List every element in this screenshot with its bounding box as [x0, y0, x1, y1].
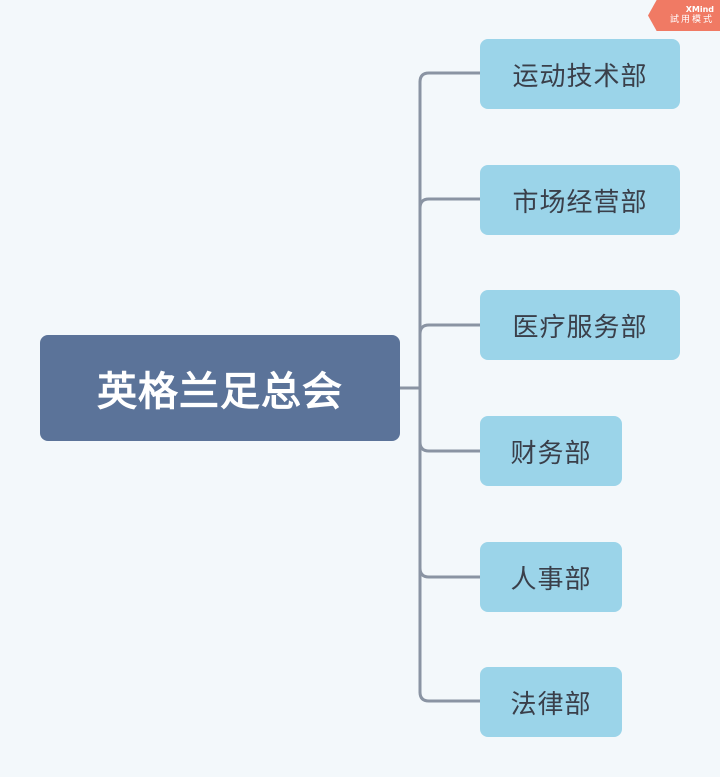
branch-connector-6: [418, 690, 482, 703]
subtopic-human-resources[interactable]: 人事部: [480, 542, 622, 612]
root-topic[interactable]: 英格兰足总会: [40, 335, 400, 441]
subtopic-label: 市场经营部: [512, 187, 648, 218]
trial-mode-badge[interactable]: XMind 試用模式: [648, 0, 720, 31]
subtopic-label: 财务部: [510, 438, 592, 469]
subtopic-medical-services[interactable]: 医疗服务部: [480, 290, 680, 360]
subtopic-label: 医疗服务部: [512, 312, 648, 343]
subtopic-legal[interactable]: 法律部: [480, 667, 622, 737]
root-topic-label: 英格兰足总会: [97, 369, 343, 415]
branch-connector-3: [418, 323, 482, 336]
branch-connector-2: [418, 197, 482, 210]
subtopic-label: 法律部: [510, 689, 592, 720]
subtopic-finance[interactable]: 财务部: [480, 416, 622, 486]
branch-connector-4: [418, 440, 482, 453]
subtopic-label: 人事部: [510, 564, 592, 595]
badge-text: 試用模式: [669, 15, 714, 25]
subtopic-marketing[interactable]: 市场经营部: [480, 165, 680, 235]
subtopic-label: 运动技术部: [512, 61, 648, 92]
subtopic-sports-technical[interactable]: 运动技术部: [480, 39, 680, 109]
branch-connector-5: [418, 566, 482, 579]
branch-connector-1: [418, 71, 482, 84]
badge-brand: XMind: [685, 5, 714, 14]
